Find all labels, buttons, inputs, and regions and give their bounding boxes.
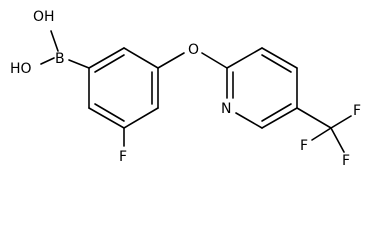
bond-benzene-4 [123, 107, 159, 129]
bond-pyridine-5 [235, 112, 263, 129]
atom-oh-top: OH [33, 9, 55, 25]
bond-pyridine-2-inner [261, 54, 292, 73]
bond-pyridine-1 [226, 47, 263, 69]
bond-benzene-2 [123, 47, 159, 69]
bond-pyridine-4 [261, 107, 298, 129]
pyridine-ring [226, 47, 298, 129]
bond-benzene-1-inner [94, 54, 125, 73]
bond-benzene-5 [88, 107, 125, 129]
atom-cf3-fluorine-bottom: F [342, 153, 350, 169]
atom-pyridine-nitrogen: N [221, 101, 231, 117]
ether-linkage [157, 52, 228, 69]
bond-benzene-5-inner [94, 103, 125, 122]
atom-ring-fluorine: F [119, 149, 127, 165]
atom-ho-left: HO [10, 61, 32, 77]
bond-benzene-1 [88, 47, 125, 69]
bond-pyridine-4-inner [261, 103, 292, 122]
bond-cf3-f-right [330, 115, 352, 129]
atom-cf3-fluorine-right: F [353, 103, 361, 119]
bond-b-ring [68, 59, 90, 69]
bond-cf3-f-bottom [330, 127, 345, 153]
bond-pyridine-2 [261, 47, 298, 69]
bond-b-oh-left [40, 57, 55, 65]
bond-pyridine-cf3 [296, 107, 332, 129]
atom-ether-oxygen: O [188, 42, 199, 58]
atom-cf3-fluorine-left: F [300, 138, 308, 154]
benzene-ring [88, 47, 159, 147]
bond-cf3-f-left [311, 127, 332, 141]
atom-boron: B [55, 51, 65, 67]
bond-oxygen-pyridine [201, 52, 228, 69]
chemical-structure: OH HO B O F N F F F [10, 9, 361, 169]
bond-b-oh-top [50, 30, 59, 52]
boronic-acid-group [40, 30, 90, 69]
trifluoromethyl-group [296, 107, 352, 153]
bond-ring-oxygen [157, 52, 185, 69]
